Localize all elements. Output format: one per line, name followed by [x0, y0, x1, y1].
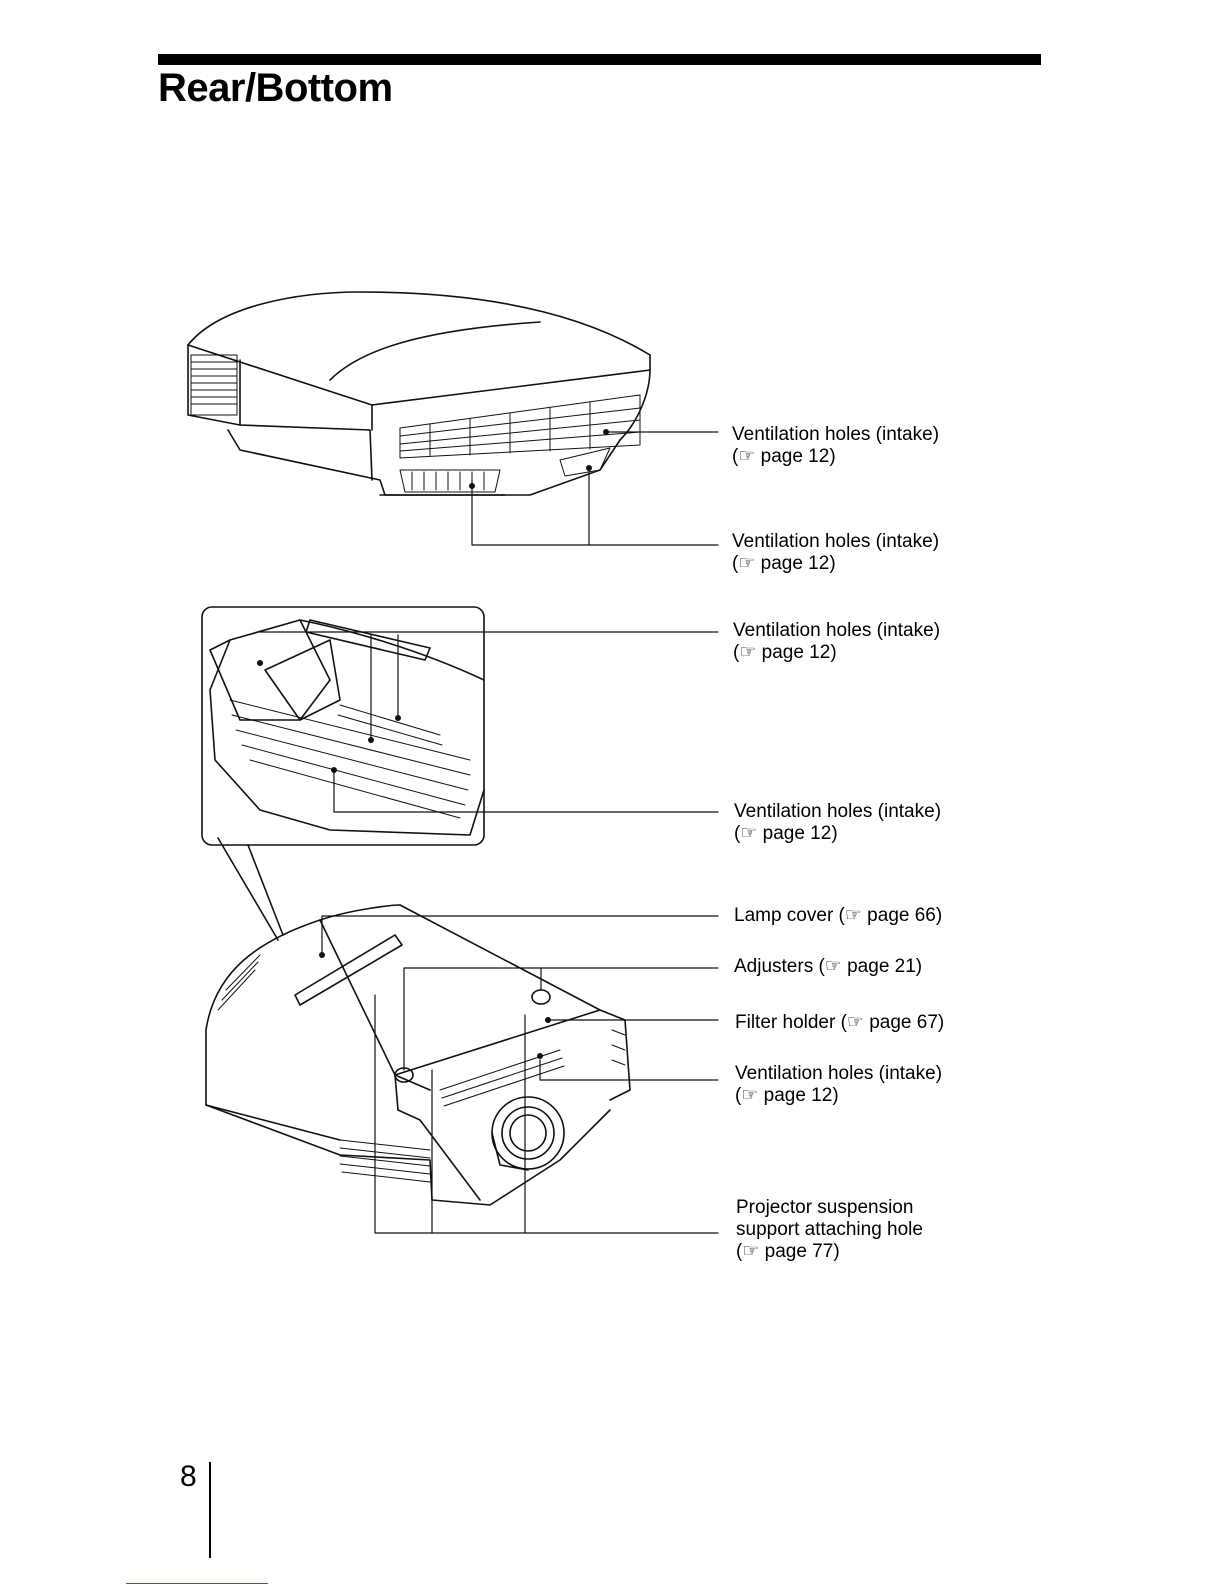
callout-line: Projector suspension [736, 1197, 914, 1218]
callout-ventilation-inset-bottom: Ventilation holes (intake) (☞ page 12) [734, 801, 941, 845]
projector-rear-drawing [187, 291, 651, 496]
callout-line: Ventilation holes (intake) [735, 1063, 943, 1084]
callout-line: (☞ page 12) [734, 823, 838, 844]
callout-dots [257, 429, 609, 1059]
callout-line: (☞ page 12) [732, 553, 836, 574]
callout-line: Ventilation holes (intake) [732, 424, 940, 445]
callout-line: (☞ page 12) [732, 446, 836, 467]
callout-ventilation-bottom: Ventilation holes (intake) (☞ page 12) [735, 1063, 942, 1107]
callout-adjusters: Adjusters (☞ page 21) [734, 956, 922, 978]
callout-line: Adjusters (☞ page 21) [734, 956, 923, 977]
page-number: 8 [180, 1460, 197, 1493]
page-number-divider [209, 1462, 211, 1558]
projector-bottom-drawing [205, 904, 631, 1206]
callout-line: Ventilation holes (intake) [732, 531, 940, 552]
callout-ventilation-rear-side: Ventilation holes (intake) (☞ page 12) [732, 424, 939, 468]
callout-filter-holder: Filter holder (☞ page 67) [735, 1012, 944, 1034]
inset-detail-drawing [201, 606, 485, 846]
callout-line: Ventilation holes (intake) [734, 801, 942, 822]
header-rule [158, 54, 1041, 65]
callout-line: (☞ page 77) [736, 1241, 840, 1262]
callout-line: support attaching hole [736, 1219, 923, 1240]
callout-line: Filter holder (☞ page 67) [735, 1012, 945, 1033]
callout-line: (☞ page 12) [735, 1085, 839, 1106]
callout-lamp-cover: Lamp cover (☞ page 66) [734, 905, 942, 927]
callout-line: (☞ page 12) [733, 642, 837, 663]
page-title: Rear/Bottom [158, 66, 393, 110]
callout-line: Ventilation holes (intake) [733, 620, 941, 641]
callout-leader-lines [259, 431, 719, 1234]
callout-ventilation-inset-top: Ventilation holes (intake) (☞ page 12) [733, 620, 940, 664]
callout-suspension-hole: Projector suspension support attaching h… [736, 1197, 923, 1263]
callout-line: Lamp cover (☞ page 66) [734, 905, 943, 926]
callout-ventilation-rear-bottom: Ventilation holes (intake) (☞ page 12) [732, 531, 939, 575]
